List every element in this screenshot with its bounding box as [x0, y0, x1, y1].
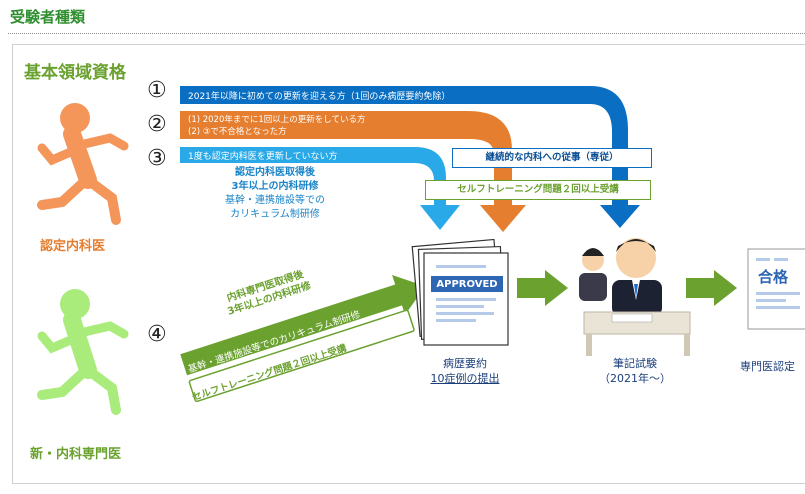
path-4-arrow [180, 274, 426, 403]
approved-stamp: APPROVED [436, 279, 498, 290]
certificate-icon [747, 248, 805, 330]
path-2-number: ② [147, 112, 167, 137]
self-training-box: セルフトレーニング問題２回以上受講 [425, 180, 651, 200]
certificate-stamp: 合格 [758, 268, 789, 286]
continuous-practice-box: 継続的な内科への従事（専従） [452, 148, 652, 168]
path-3-note-line1: 認定内科医取得後 [235, 167, 315, 178]
case-summary-caption: 病歴要約 10症例の提出 [420, 356, 510, 386]
person-new-icon [37, 289, 129, 415]
path-3-note: 認定内科医取得後 3年以上の内科研修 基幹・連携施設等での カリキュラム制研修 [210, 166, 340, 222]
page-title: 受験者種類 [10, 8, 86, 26]
path-3-number: ③ [147, 146, 167, 171]
path-1-arrow [180, 86, 640, 228]
written-exam-caption: 筆記試験 （2021年～） [590, 356, 680, 386]
case-summary-caption-line2: 10症例の提出 [430, 372, 500, 385]
case-summary-caption-line1: 病歴要約 [443, 357, 487, 370]
path-2-label-2: (2) ③で不合格となった方 [188, 127, 287, 137]
person-certified-icon [37, 103, 129, 225]
new-specialist-label: 新・内科専門医 [30, 447, 122, 462]
path-2-arrow [180, 111, 526, 232]
content-frame [12, 44, 805, 484]
written-exam-caption-line2: （2021年～） [599, 372, 671, 385]
case-summary-documents-icon [411, 238, 509, 346]
certified-physician-label: 認定内科医 [40, 239, 106, 254]
written-exam-icon [579, 238, 691, 356]
step-arrow-1 [517, 270, 568, 306]
path-3-note-line2: 3年以上の内科研修 [231, 181, 319, 192]
written-exam-caption-line1: 筆記試験 [613, 357, 657, 370]
step-arrow-2 [686, 270, 737, 306]
path-2-label-1: (1) 2020年までに1回以上の更新をしている方 [188, 115, 366, 125]
path-1-number: ① [147, 78, 167, 103]
path-3-label: 1度も認定内科医を更新していない方 [188, 152, 338, 162]
path-1-label: 2021年以降に初めての更新を迎える方（1回のみ病歴要約免除） [188, 92, 451, 102]
path-3-arrow [180, 147, 460, 230]
title-divider [8, 33, 805, 34]
path-3-note-line3: 基幹・連携施設等での [225, 195, 325, 206]
path-3-note-line4: カリキュラム制研修 [230, 209, 320, 220]
certification-caption: 専門医認定 [740, 360, 795, 373]
path-4-number: ④ [147, 322, 167, 347]
section-title: 基本領域資格 [24, 63, 126, 83]
